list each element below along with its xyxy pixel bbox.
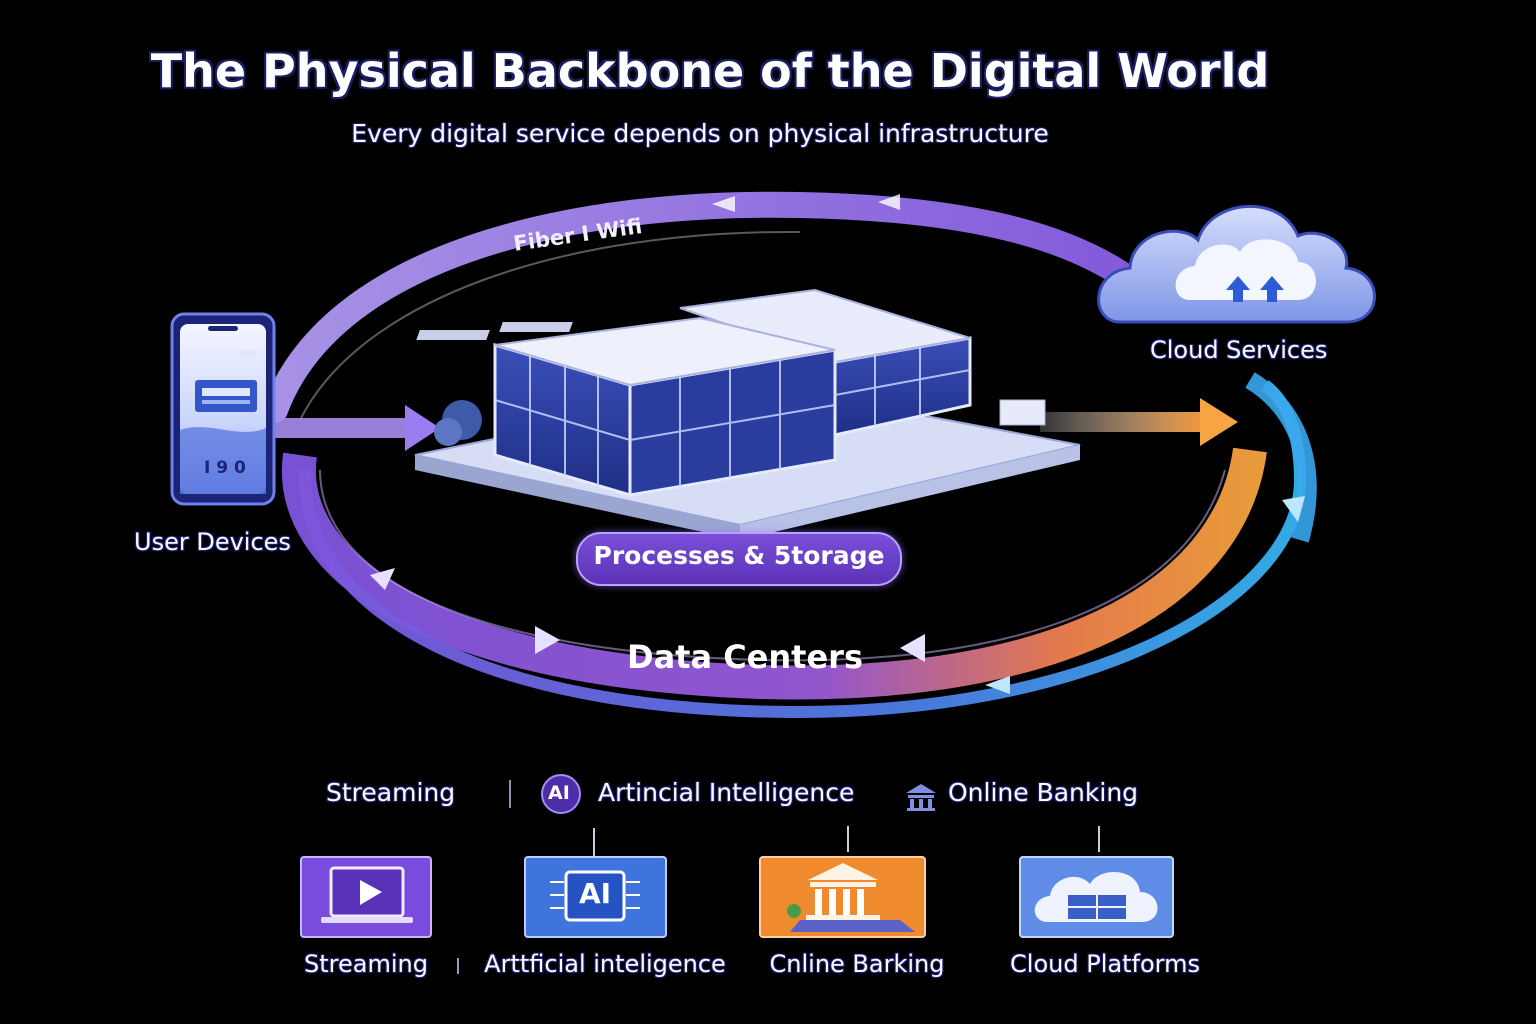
cloud-services-icon [1097,204,1376,324]
fiber-wifi-arc [262,191,1143,423]
arrow-left-icon [712,196,735,212]
cloud-services-label: Cloud Services [1150,336,1328,364]
service-ai-label: Artincial Intelligence [598,778,855,807]
card-label-ai: Arttficial inteligence [484,950,726,978]
card-streaming [300,856,432,938]
device-to-datacenter-arrow [272,405,440,451]
arrow-right-icon [535,626,560,654]
service-streaming-label: Streaming [326,778,456,807]
services-row-icons [509,774,1100,856]
card-ai [524,856,667,938]
phone-readout: I 9 0 [204,458,246,478]
arrow-left-icon [878,194,900,210]
card-banking [759,856,926,938]
datacenter-to-cloud-arrow [1040,398,1238,446]
ai-badge-icon [541,774,581,814]
processes-storage-pill [576,532,902,586]
bank-building-icon [806,863,880,920]
arrow-left-icon [900,634,925,662]
data-center-building-icon [414,288,1081,540]
service-banking-label: Online Banking [948,778,1139,807]
user-devices-label: User Devices [134,528,291,556]
processes-storage-label: Processes & 5torage [593,541,885,570]
card-cloud-platforms [1019,856,1174,938]
arrow-icon [370,568,395,590]
ai-chip-icon [564,870,626,922]
user-device-phone-icon [170,312,276,506]
play-icon [360,880,382,905]
page-subtitle: Every digital service depends on physica… [351,119,1049,148]
data-centers-label: Data Centers [627,638,863,676]
data-centers-loop [281,447,1267,700]
ai-badge-label: AI [548,782,570,804]
page-title: The Physical Backbone of the Digital Wor… [150,44,1270,98]
card-ai-chip-text: AI [578,877,612,910]
outer-blue-loop [298,372,1317,719]
card-label-streaming: Streaming [304,950,428,978]
bank-icon [906,784,936,811]
card-label-banking: Cnline Barking [769,950,945,978]
card-label-cloud-platforms: Cloud Platforms [1010,950,1200,978]
